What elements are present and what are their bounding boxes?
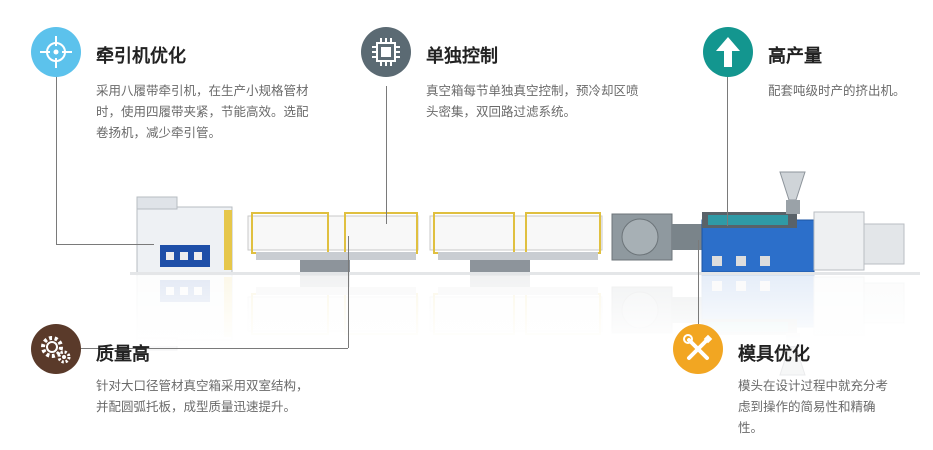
feature-desc-output: 配套吨级时产的挤出机。 <box>768 83 906 98</box>
feature-title-control: 单独控制 <box>426 46 498 67</box>
arrow-up-icon <box>703 27 753 77</box>
feature-title-output: 高产量 <box>768 46 822 67</box>
connector-line-quality <box>348 236 349 348</box>
feature-title-quality: 质量高 <box>96 344 150 365</box>
feature-desc-quality: 针对大口径管材真空箱采用双室结构，并配圆弧托板，成型质量迅速提升。 <box>96 378 309 414</box>
feature-desc-control: 真空箱每节单独真空控制，预冷却区喷头密集，双回路过滤系统。 <box>426 83 639 119</box>
feature-desc-mold: 模头在设计过程中就充分考虑到操作的简易性和精确性。 <box>738 378 889 435</box>
connector-line-traction <box>56 244 154 245</box>
feature-title-mold: 模具优化 <box>738 344 810 365</box>
tools-icon <box>673 324 723 374</box>
connector-line-control <box>386 86 387 224</box>
feature-title-traction: 牵引机优化 <box>96 46 186 67</box>
connector-line-traction <box>56 76 57 244</box>
chip-icon <box>361 27 411 77</box>
connector-line-output <box>727 76 728 226</box>
feature-desc-traction: 采用八履带牵引机，在生产小规格管材时，使用四履带夹紧，节能高效。选配卷扬机，减少… <box>96 83 309 140</box>
connector-line-mold <box>698 240 699 328</box>
connector-line-quality <box>78 348 348 349</box>
crosshair-icon <box>31 27 81 77</box>
gears-icon <box>31 324 81 374</box>
